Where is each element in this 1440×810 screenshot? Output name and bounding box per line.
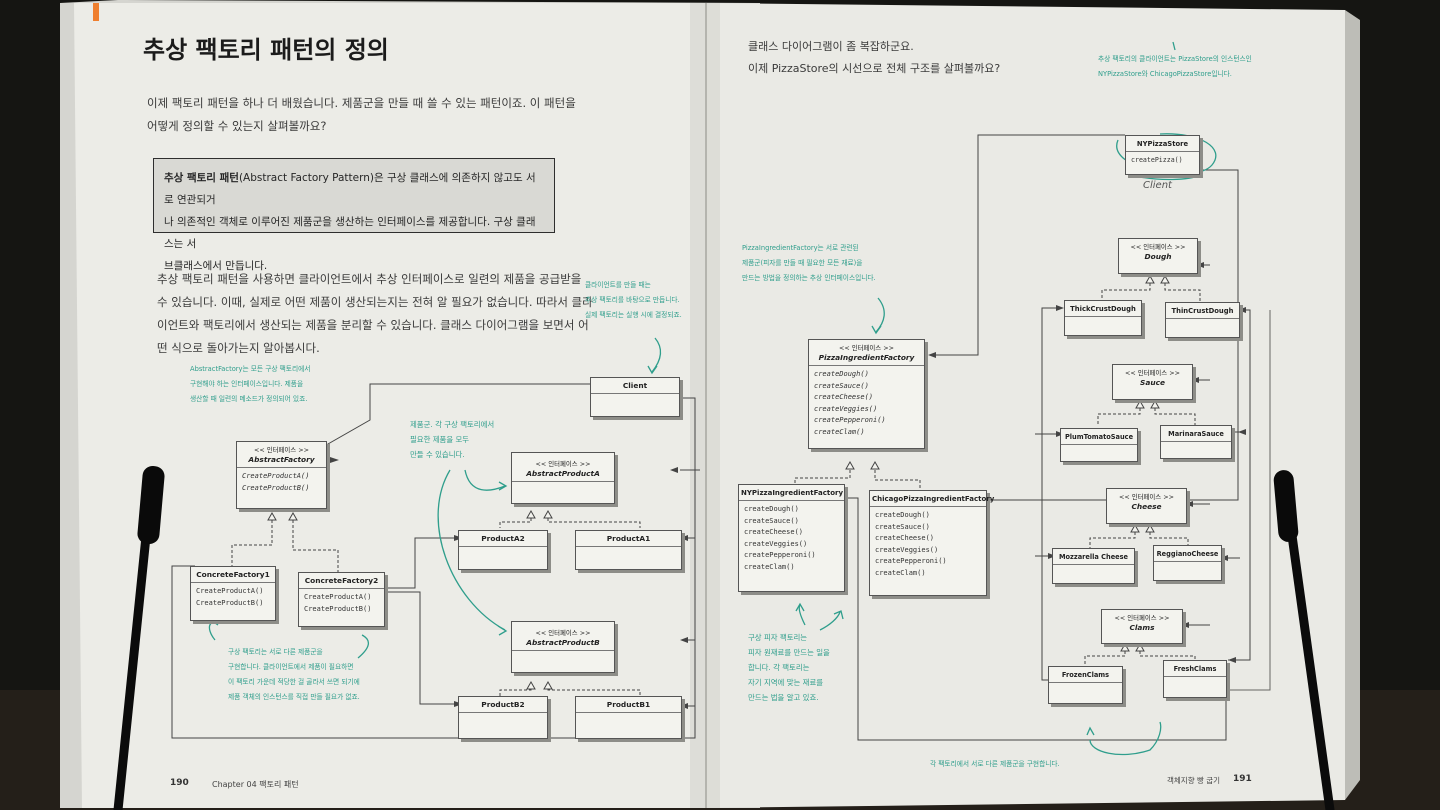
ny-ingredient-factory-class-box: NYPizzaIngredientFactory createDough() c… (738, 484, 845, 592)
reggiano-cheese-box: ReggianoCheese (1153, 545, 1222, 581)
page-title: 추상 팩토리 패턴의 정의 (143, 36, 389, 64)
mozzarella-cheese-box: Mozzarella Cheese (1052, 548, 1135, 584)
chicago-ingredient-factory-class-box: ChicagoPizzaIngredientFactory createDoug… (869, 490, 994, 596)
client-class-box: Client (590, 377, 680, 417)
intro-paragraph: 이제 팩토리 패턴을 하나 더 배웠습니다. 제품군을 만들 때 쓸 수 있는 … (147, 96, 576, 133)
product-b1-class-box: ProductB1 (575, 696, 682, 739)
dough-interface-box: << 인터페이스 >> Dough (1118, 238, 1198, 274)
body-paragraph: 추상 팩토리 패턴을 사용하면 클라이언트에서 추상 인터페이스로 일련의 제품… (157, 272, 593, 355)
clams-interface-box: << 인터페이스 >> Clams (1101, 609, 1183, 644)
handwritten-client: Client (1143, 180, 1172, 191)
concrete-factory1-class-box: ConcreteFactory1 CreateProductA() Create… (190, 566, 276, 621)
sauce-interface-box: << 인터페이스 >> Sauce (1112, 364, 1193, 400)
thin-crust-dough-box: ThinCrustDough (1165, 302, 1240, 338)
abstract-factory-class-box: << 인터페이스 >> AbstractFactory CreateProduc… (236, 441, 327, 509)
product-a1-class-box: ProductA1 (575, 530, 682, 570)
abstract-product-b-class-box: << 인터페이스 >> AbstractProductB (511, 621, 615, 673)
concrete-factory2-class-box: ConcreteFactory2 CreateProductA() Create… (298, 572, 385, 627)
page-number-left: 190 (170, 778, 189, 788)
cheese-interface-box: << 인터페이스 >> Cheese (1106, 488, 1187, 524)
concrete-pizza-factory-note: 구상 피자 팩토리는 피자 원재료를 만드는 일을 합니다. 각 팩토리는 자기… (748, 633, 830, 702)
marinara-sauce-box: MarinaraSauce (1160, 425, 1232, 459)
right-intro: 클래스 다이어그램이 좀 복잡하군요. 이제 PizzaStore의 시선으로 … (748, 40, 1001, 75)
footer-right: 객체지향 빵 굽기 (1167, 776, 1221, 785)
concrete-factory-note: 구상 팩토리는 서로 다른 제품군을 구현합니다. 클라이언트에서 제품이 필요… (228, 648, 360, 701)
pizza-ingredient-factory-class-box: << 인터페이스 >> PizzaIngredientFactory creat… (808, 339, 925, 449)
thick-crust-dough-box: ThickCrustDough (1064, 300, 1142, 336)
pizza-factory-note: PizzaIngredientFactory는 서로 관련된 제품군(피자를 만… (742, 244, 876, 282)
pizzastore-client-note: 추상 팩토리의 클라이언트는 PizzaStore의 인스턴스인 NYPizza… (1098, 55, 1252, 78)
ny-pizza-store-class-box: NYPizzaStore createPizza() (1125, 135, 1200, 175)
product-family-note: 각 팩토리에서 서로 다른 제품군을 구현합니다. (930, 760, 1060, 768)
fresh-clams-box: FreshClams (1163, 660, 1227, 698)
abstract-product-a-class-box: << 인터페이스 >> AbstractProductA (511, 452, 615, 504)
page-number-right: 191 (1233, 774, 1252, 784)
definition-box: 추상 팩토리 패턴(Abstract Factory Pattern)은 구상 … (153, 158, 555, 272)
plum-tomato-sauce-box: PlumTomatoSauce (1060, 428, 1138, 462)
frozen-clams-box: FrozenClams (1048, 666, 1123, 704)
client-note: 클라이언트를 만들 때는 추상 팩토리를 바탕으로 만듭니다. 실제 팩토리는 … (585, 281, 682, 319)
product-a2-class-box: ProductA2 (458, 530, 548, 570)
product-b2-class-box: ProductB2 (458, 696, 548, 739)
footer-left: Chapter 04 팩토리 패턴 (212, 780, 299, 789)
abstract-factory-note: AbstractFactory는 모든 구상 팩토리에서 구현해야 하는 인터페… (190, 365, 311, 403)
definition-term: 추상 팩토리 패턴 (164, 172, 239, 184)
products-note: 제품군. 각 구상 팩토리에서 필요한 제품을 모두 만들 수 있습니다. (410, 420, 495, 459)
